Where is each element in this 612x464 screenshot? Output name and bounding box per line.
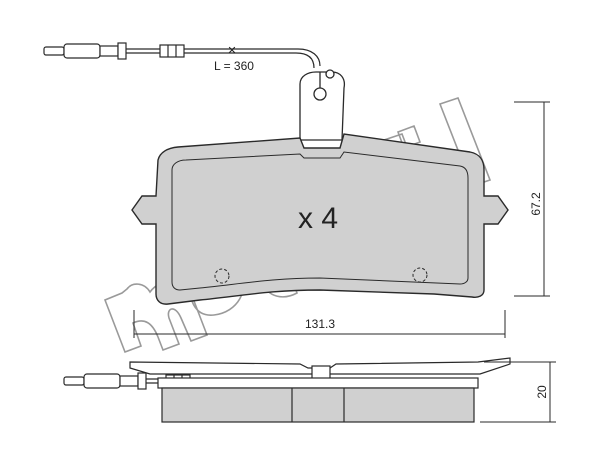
height-dimension-lines <box>514 101 550 297</box>
wear-sensor-wire-top: ✕ <box>43 42 321 69</box>
width-dimension-lines <box>133 310 506 338</box>
brake-pad-outline <box>131 133 509 305</box>
thickness-dimension-label: 20 <box>535 385 549 399</box>
wire-length-label: L = 360 <box>214 59 254 73</box>
thickness-dimension-lines <box>480 361 556 423</box>
svg-text:✕: ✕ <box>227 45 236 57</box>
quantity-label: x 4 <box>298 202 338 235</box>
friction-material-line <box>171 151 469 291</box>
brake-pad-side-view <box>129 357 511 423</box>
sensor-clip <box>299 69 346 141</box>
mounting-hole-left <box>214 268 230 284</box>
width-dimension-label: 131.3 <box>305 317 335 331</box>
mounting-hole-right <box>412 267 428 283</box>
watermark-letter-m <box>103 280 209 354</box>
height-dimension-label: 67.2 <box>529 192 543 216</box>
